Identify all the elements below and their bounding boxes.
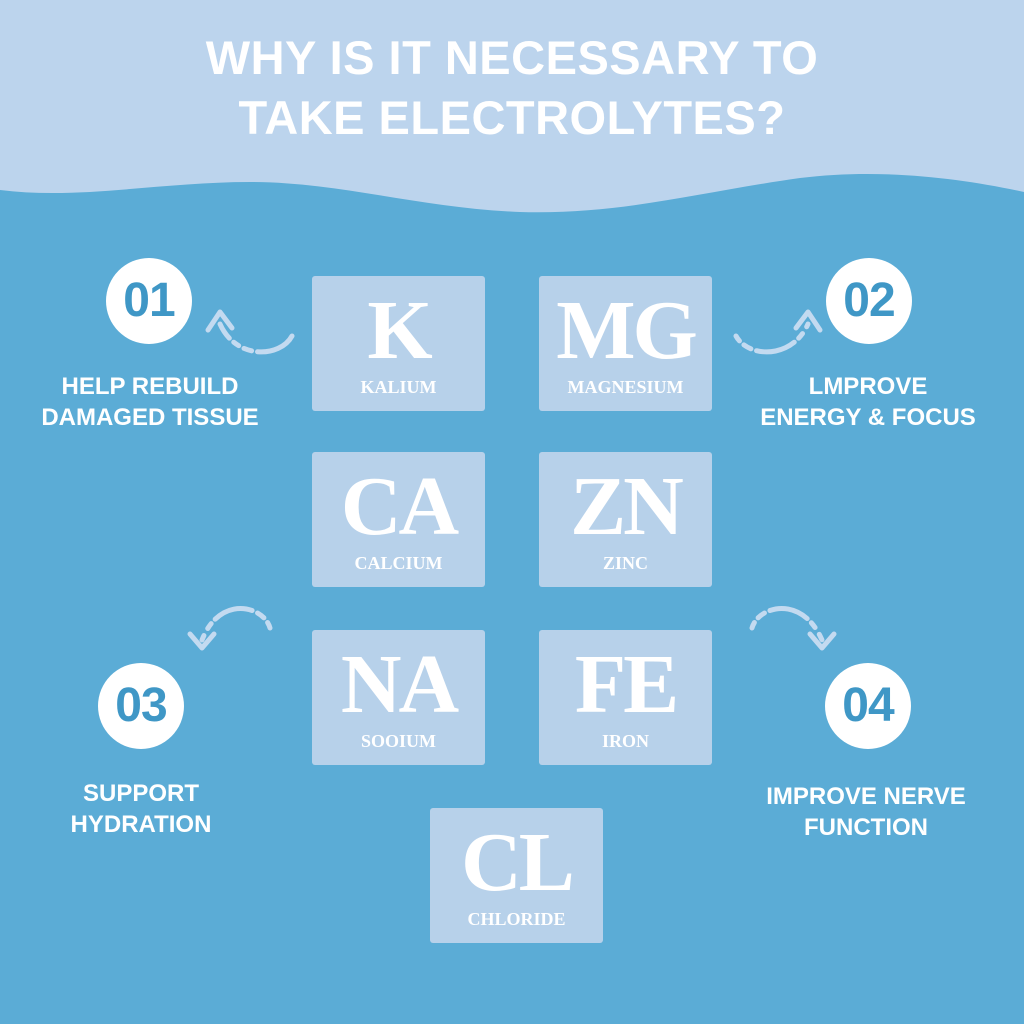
curved-arrow-icon <box>749 606 837 651</box>
benefit-line-2: FUNCTION <box>804 814 928 841</box>
benefit-number-badge-03: 03 <box>98 663 184 749</box>
benefit-line-1: LMPROVE <box>808 373 928 400</box>
element-tile-chloride: CL CHLORIDE <box>430 808 603 943</box>
element-symbol: CA <box>340 460 459 553</box>
benefit-line-1: IMPROVE NERVE <box>766 783 966 810</box>
element-symbol: FE <box>574 638 679 731</box>
element-name: SOOIUM <box>360 731 436 751</box>
element-name: CHLORIDE <box>467 909 566 929</box>
title-line-1: WHY IS IT NECESSARY TO <box>205 31 819 84</box>
element-symbol: MG <box>556 284 698 377</box>
element-tile-calcium: CA CALCIUM <box>312 452 485 587</box>
benefit-line-2: ENERGY & FOCUS <box>760 404 976 431</box>
element-tile-sodium: NA SOOIUM <box>312 630 485 765</box>
curved-arrow-icon <box>187 606 273 651</box>
element-name: ZINC <box>602 553 648 573</box>
benefit-text-02: LMPROVE ENERGY & FOCUS <box>718 371 1018 433</box>
header-wave-background <box>0 0 1024 213</box>
element-name: KALIUM <box>360 377 437 397</box>
benefit-line-1: HELP REBUILD <box>61 373 239 400</box>
element-name: IRON <box>601 731 649 751</box>
element-tile-kalium: K KALIUM <box>312 276 485 411</box>
benefit-number-badge-01: 01 <box>106 258 192 344</box>
element-symbol: CL <box>461 816 575 909</box>
element-symbol: ZN <box>570 460 684 553</box>
benefit-text-04: IMPROVE NERVE FUNCTION <box>716 781 1016 843</box>
benefit-line-2: DAMAGED TISSUE <box>41 404 259 431</box>
page-title: WHY IS IT NECESSARY TO TAKE ELECTROLYTES… <box>0 28 1024 148</box>
benefit-text-01: HELP REBUILD DAMAGED TISSUE <box>0 371 300 433</box>
element-tile-iron: FE IRON <box>539 630 712 765</box>
benefit-line-1: SUPPORT <box>82 780 199 807</box>
benefit-text-03: SUPPORT HYDRATION <box>0 778 291 840</box>
element-name: MAGNESIUM <box>567 377 684 397</box>
curved-arrow-icon <box>733 309 823 355</box>
curved-arrow-icon <box>205 309 295 355</box>
element-tile-magnesium: MG MAGNESIUM <box>539 276 712 411</box>
element-name: CALCIUM <box>354 553 443 573</box>
element-symbol: NA <box>340 638 459 731</box>
element-symbol: K <box>367 284 432 377</box>
title-line-2: TAKE ELECTROLYTES? <box>238 91 786 144</box>
element-tile-zinc: ZN ZINC <box>539 452 712 587</box>
benefit-line-2: HYDRATION <box>70 811 212 838</box>
benefit-number-badge-04: 04 <box>825 663 911 749</box>
benefit-number-badge-02: 02 <box>826 258 912 344</box>
